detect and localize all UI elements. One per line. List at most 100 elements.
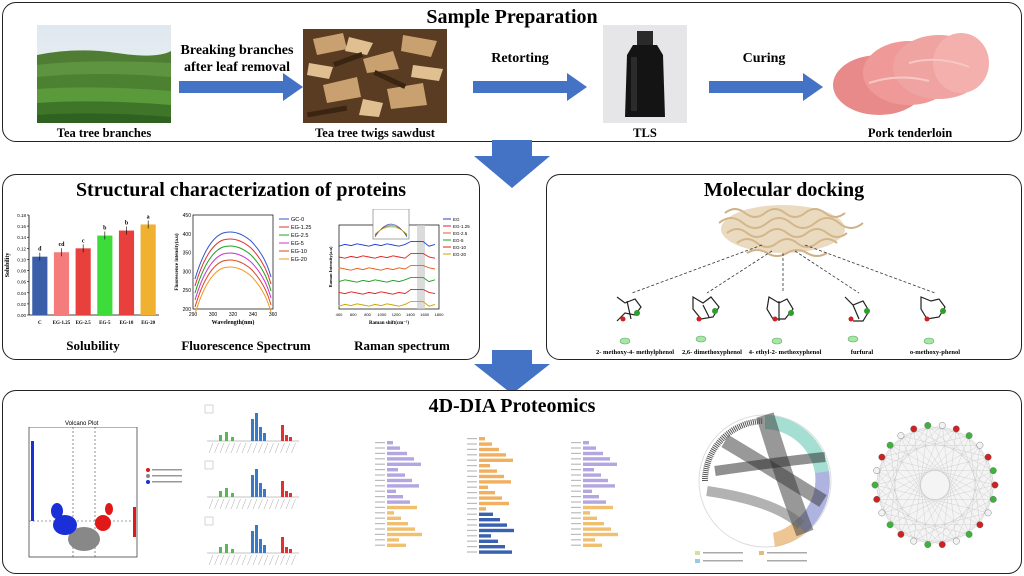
kegg-term-label: [467, 529, 477, 531]
go-term-label: [274, 498, 280, 510]
network-edge: [876, 425, 928, 500]
go-term-label: [241, 442, 247, 454]
kegg-term-label: [375, 458, 385, 460]
go-term-label: [219, 498, 225, 510]
kegg-term-label: [467, 519, 477, 521]
network-edge: [942, 425, 980, 446]
network-node: [897, 432, 905, 440]
legend-label: EG-2.5: [291, 233, 308, 239]
kegg-bar-chart-2: [465, 431, 525, 555]
network-node: [924, 541, 932, 548]
go-bar: [263, 433, 266, 441]
kegg-bar: [479, 491, 495, 495]
go-term-label: [258, 498, 263, 510]
network-edge: [913, 445, 981, 542]
go-term-label: [225, 442, 230, 454]
legend-label: EG-1.25: [453, 224, 470, 229]
go-term-label: [230, 554, 236, 566]
legend-label: EG-10: [453, 245, 467, 250]
bar: [53, 252, 70, 315]
network-edge: [987, 457, 994, 500]
y-axis-label: Raman Intensity(a.u): [328, 246, 333, 288]
x-tick-label: 1600: [420, 312, 430, 317]
x-tick-label: 320: [229, 312, 238, 318]
y-tick-label: 0.04: [17, 291, 26, 296]
legend-label: EG-20: [453, 252, 467, 257]
network-node: [873, 467, 881, 475]
kegg-term-label: [375, 512, 385, 514]
x-tick-label: 1400: [406, 312, 416, 317]
network-edge: [881, 428, 914, 513]
kegg-term-label: [571, 485, 581, 487]
fluorescence-series-line: [194, 266, 272, 315]
go-bar: [285, 491, 288, 497]
kegg-term-label: [375, 463, 385, 465]
kegg-bar: [583, 468, 594, 472]
go-term-label: [252, 498, 258, 510]
kegg-term-label: [375, 490, 385, 492]
kegg-term-label: [467, 551, 477, 553]
kegg-term-label: [375, 474, 385, 476]
x-tick-label: 600: [350, 312, 357, 317]
x-axis-label: Wavelength(nm): [212, 319, 255, 326]
x-tick-label: 300: [209, 312, 218, 318]
kegg-bar: [387, 532, 422, 537]
go-legend-box: [204, 516, 214, 526]
network-edge: [913, 428, 981, 525]
kegg-term-label: [571, 496, 581, 498]
kegg-bar: [479, 523, 507, 527]
network-node: [952, 537, 960, 545]
kegg-bar: [583, 543, 602, 547]
network-node: [910, 537, 918, 545]
kegg-bar: [479, 539, 498, 543]
sawdust-label: Tea tree twigs sawdust: [315, 126, 435, 140]
x-tick-label: 290: [189, 312, 198, 318]
network-edge: [900, 512, 989, 535]
kegg-bar: [387, 538, 399, 542]
network-edge: [874, 425, 943, 486]
bar: [118, 230, 135, 315]
network-edge: [900, 435, 989, 458]
go-term-label: [258, 442, 263, 454]
kegg-term-label: [571, 479, 581, 481]
kegg-term-label: [571, 539, 581, 541]
kegg-bar: [583, 473, 601, 477]
network-edge: [927, 435, 970, 545]
kegg-bar: [583, 522, 604, 526]
network-edge: [968, 499, 994, 535]
go-term-label: [230, 442, 236, 454]
kegg-term-label: [375, 539, 385, 541]
kegg-term-label: [571, 506, 581, 508]
fluorescence-series-line: [194, 238, 272, 287]
x-tick-label: 340: [249, 312, 258, 318]
kegg-bar: [387, 511, 394, 515]
fluorescence-series-line: [194, 252, 272, 301]
go-term-label: [274, 442, 280, 454]
kegg-bar: [583, 451, 603, 456]
kegg-bar: [583, 478, 608, 483]
network-node: [886, 441, 894, 449]
kegg-bar: [387, 457, 414, 461]
kegg-term-label: [571, 512, 581, 514]
kegg-term-label: [467, 465, 477, 467]
x-tick-label: 400: [336, 312, 343, 317]
raman-series-line: [338, 264, 436, 271]
network-node: [965, 432, 973, 440]
ligand-label-1: 2- methoxy-4- methylphenol: [596, 349, 674, 356]
kegg-bar: [387, 478, 412, 483]
y-tick-label: 0.08: [17, 269, 26, 274]
fluorescence-series-line: [194, 231, 272, 280]
proteomics-title: 4D-DIA Proteomics: [428, 395, 596, 417]
y-tick-label: 450: [183, 213, 192, 219]
y-tick-label: 0.10: [17, 257, 26, 262]
network-edge: [876, 499, 902, 535]
go-bar: [281, 425, 284, 441]
bar: [75, 248, 91, 315]
kegg-bar: [387, 527, 415, 531]
go-term-label: [252, 442, 258, 454]
y-tick-label: 400: [183, 232, 192, 238]
kegg-bar: [583, 441, 589, 445]
kegg-bar: [479, 453, 506, 457]
volcano-legend: [146, 468, 182, 484]
go-bar: [289, 549, 292, 553]
